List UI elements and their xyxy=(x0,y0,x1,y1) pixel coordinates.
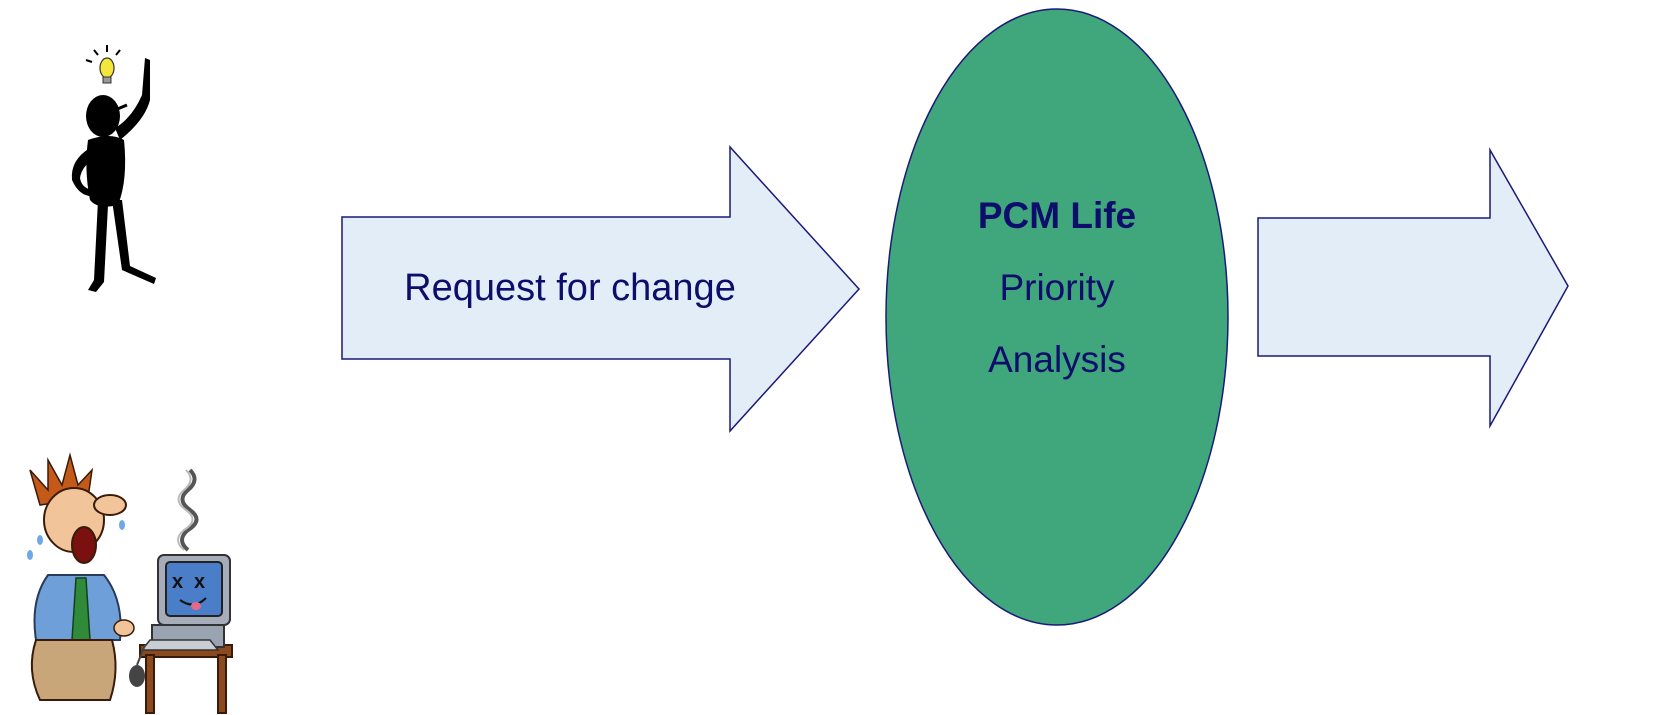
output-arrow-shape xyxy=(1257,147,1569,429)
frustrated-computer-user-icon: x x xyxy=(27,452,233,714)
request-arrow-shape xyxy=(341,145,861,433)
process-line-1: Priority xyxy=(999,267,1115,308)
idea-person-icon xyxy=(71,45,156,292)
process-title: PCM Life xyxy=(978,195,1136,236)
process-line-2: Analysis xyxy=(988,339,1126,380)
request-arrow: Request for change xyxy=(341,145,861,433)
svg-text:x: x xyxy=(194,571,205,593)
output-arrow xyxy=(1257,147,1569,429)
process-node: PCM Life Priority Analysis xyxy=(885,8,1229,626)
svg-text:x: x xyxy=(172,571,183,593)
request-arrow-label: Request for change xyxy=(404,267,736,309)
process-ellipse xyxy=(885,8,1229,626)
light-bulb-icon xyxy=(85,45,121,84)
